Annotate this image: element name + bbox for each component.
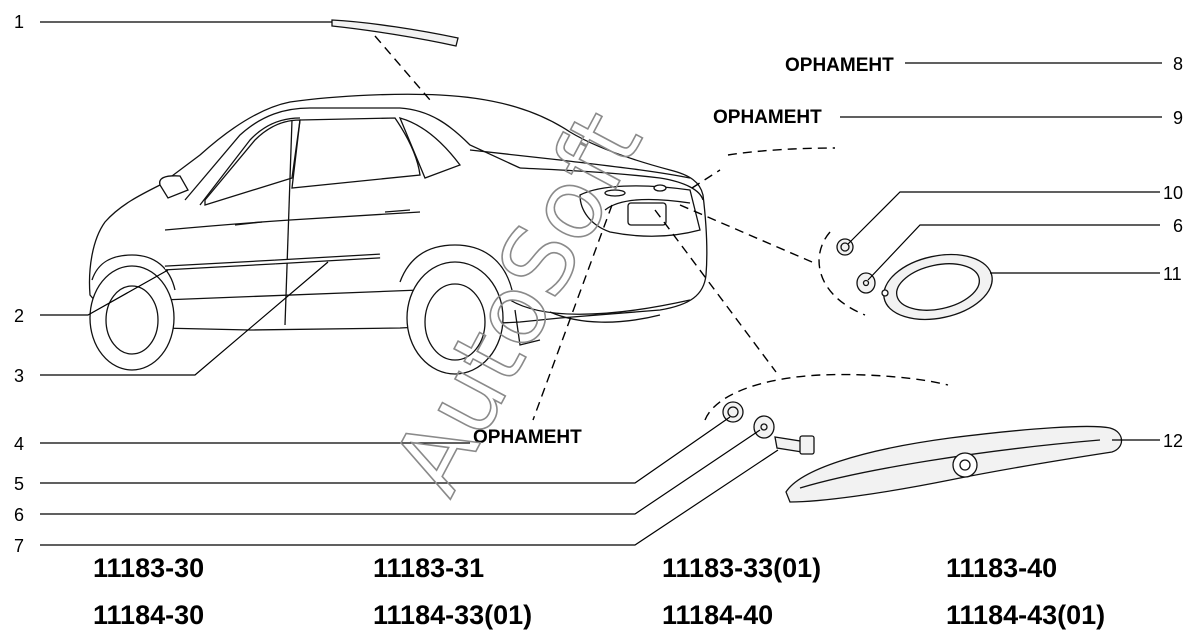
roof-strip-part (331, 19, 459, 47)
emblem-parts (836, 238, 993, 321)
callout-4: 4 (14, 434, 24, 454)
model-code: 11184-43(01) (946, 600, 1105, 630)
callout-2: 2 (14, 306, 24, 326)
callout-numbers: 1 2 3 4 5 6 7 8 9 10 6 11 12 (14, 12, 1183, 556)
callout-leaders (40, 21, 1162, 546)
callout-9: 9 (1173, 108, 1183, 128)
fastener-parts (722, 401, 815, 455)
callout-6b: 6 (1173, 216, 1183, 236)
model-codes: 11183-30 11183-31 11183-33(01) 11183-40 … (93, 553, 1105, 630)
callout-3: 3 (14, 366, 24, 386)
ornament-label-4: ОРНАМЕНТ (473, 427, 582, 448)
ornament-label-8: ОРНАМЕНТ (785, 55, 894, 76)
callout-7: 7 (14, 536, 24, 556)
model-code: 11184-33(01) (373, 600, 532, 630)
callout-11: 11 (1163, 264, 1182, 284)
callout-5: 5 (14, 474, 24, 494)
callout-6: 6 (14, 505, 24, 525)
model-code: 11183-31 (373, 553, 484, 583)
model-code: 11183-33(01) (662, 553, 821, 583)
model-code: 11184-30 (93, 600, 204, 630)
callout-12: 12 (1163, 431, 1183, 451)
callout-1: 1 (14, 12, 24, 32)
model-code: 11183-40 (946, 553, 1057, 583)
callout-10: 10 (1163, 183, 1183, 203)
model-code: 11184-40 (662, 600, 773, 630)
callout-8: 8 (1173, 54, 1183, 74)
dashed-leaders (374, 35, 813, 421)
trunk-garnish-part (785, 425, 1123, 503)
car-illustration (88, 93, 708, 375)
model-code: 11183-30 (93, 553, 204, 583)
ornament-labels: ОРНАМЕНТ ОРНАМЕНТ ОРНАМЕНТ (473, 55, 894, 448)
ornament-label-9: ОРНАМЕНТ (713, 107, 822, 128)
